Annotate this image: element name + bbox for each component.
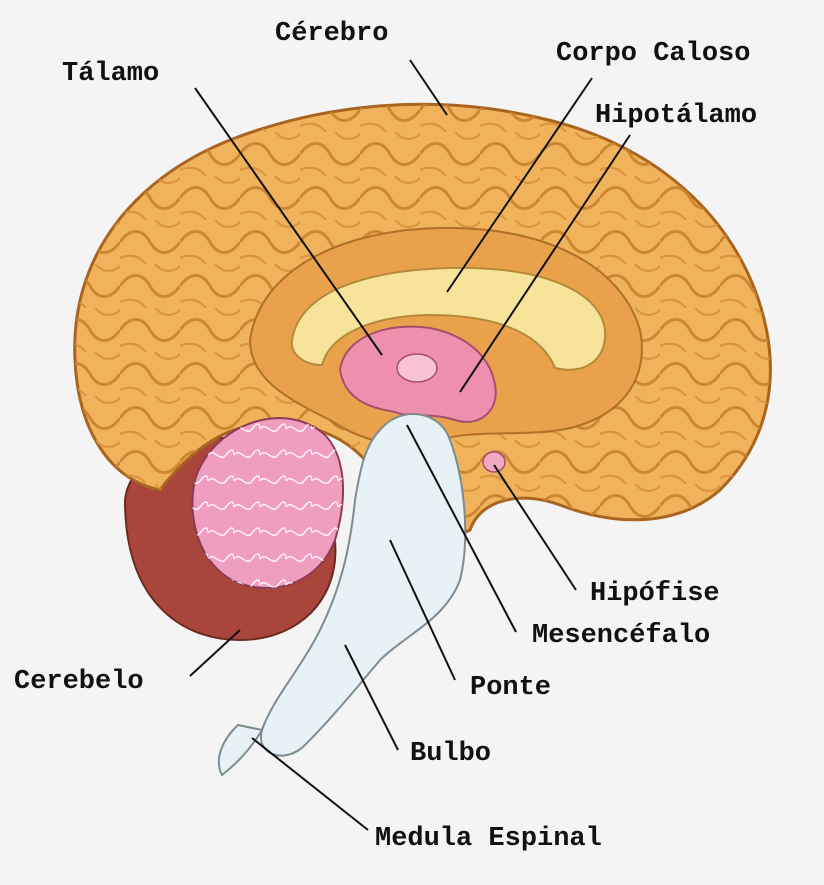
- label-hipotalamo: Hipotálamo: [595, 101, 757, 131]
- label-hipofise: Hipófise: [590, 579, 720, 609]
- label-bulbo: Bulbo: [410, 739, 491, 769]
- brain-illustration: [75, 104, 771, 775]
- spinal-cord-shape: [219, 725, 262, 775]
- label-medula-espinal: Medula Espinal: [375, 824, 602, 854]
- label-ponte: Ponte: [470, 673, 551, 703]
- label-mesencefalo: Mesencéfalo: [532, 621, 710, 651]
- label-cerebelo: Cerebelo: [14, 667, 144, 697]
- leader-medula-espinal: [252, 738, 368, 830]
- label-corpo-caloso: Corpo Caloso: [556, 39, 750, 69]
- thalamus-nucleus: [397, 354, 437, 382]
- pituitary-shape: [483, 452, 505, 472]
- label-cerebro: Cérebro: [275, 19, 388, 49]
- label-talamo: Tálamo: [62, 59, 159, 89]
